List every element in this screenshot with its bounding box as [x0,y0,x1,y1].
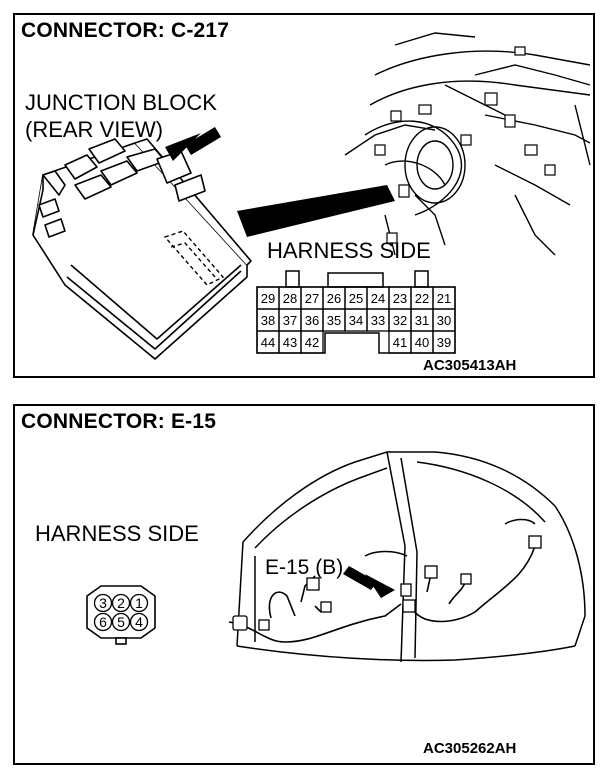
connector-pin-number: 34 [349,313,363,328]
connector-pin-number: 4 [135,614,143,630]
junction-block-label: JUNCTION BLOCK (REAR VIEW) [25,89,217,143]
connector-pin-number: 31 [415,313,429,328]
connector-pin-number: 24 [371,291,385,306]
junction-block-label-line1: JUNCTION BLOCK [25,90,217,115]
panel-title: CONNECTOR: C-217 [21,19,230,42]
connector-pin-number: 43 [283,335,297,350]
connector-pin-number: 25 [349,291,363,306]
connector-pin-number: 27 [305,291,319,306]
connector-callout: E-15 (B) [265,556,344,579]
connector-pin-number: 40 [415,335,429,350]
connector-pin-cell [300,330,324,354]
connector-pin-cell [129,612,149,632]
connector-c217-diagram: 29 28 27 26 25 24 23 22 21 38 37 36 35 34 33 32 31 30 44 43… [256,270,456,354]
car-door-illustration [228,451,586,663]
connector-pin-number: 26 [327,291,341,306]
connector-pin-cell [111,593,131,613]
connector-pin-number: 44 [261,335,275,350]
connector-pin-number: 38 [261,313,275,328]
connector-pin-cell [111,612,131,632]
connector-pin-grid: 29 28 27 26 25 24 23 22 21 38 37 36 35 34 33 32 31 30 44 43… [256,286,456,354]
connector-pin-number: 6 [99,614,107,630]
connector-pin-number: 22 [415,291,429,306]
panel-title: CONNECTOR: E-15 [21,410,217,433]
junction-block-illustration [32,127,395,360]
dashboard-wiring-illustration [344,32,591,256]
connector-pin-number: 23 [393,291,407,306]
connector-pin-number: 37 [283,313,297,328]
connector-pin-cell [93,612,113,632]
figure-code: AC305413AH [423,357,517,374]
connector-pin-number: 29 [261,291,275,306]
connector-pin-number: 28 [283,291,297,306]
connector-pin-number: 1 [135,595,143,611]
figure-code: AC305262AH [423,740,517,757]
connector-pin-number: 33 [371,313,385,328]
connector-pin-number: 3 [99,595,107,611]
harness-side-label: HARNESS SIDE [267,238,431,263]
connector-pin-number: 42 [305,335,319,350]
connector-pin-number: 21 [437,291,451,306]
connector-pin-cell [432,330,456,354]
connector-pin-cell [93,593,113,613]
connector-c217-panel: CONNECTOR: C-217 JUNCTION BLOCK (REAR VI… [13,13,595,378]
harness-side-label: HARNESS SIDE [35,521,199,546]
connector-pin-number: 2 [117,595,125,611]
connector-pin-number: 41 [393,335,407,350]
connector-pin-number: 35 [327,313,341,328]
connector-pin-number: 39 [437,335,451,350]
connector-pin-cell [129,593,149,613]
connector-pin-number: 32 [393,313,407,328]
connector-pin-number: 5 [117,614,125,630]
connector-pin-number: 36 [305,313,319,328]
connector-pin-number: 30 [437,313,451,328]
junction-block-label-line2: (REAR VIEW) [25,117,164,142]
